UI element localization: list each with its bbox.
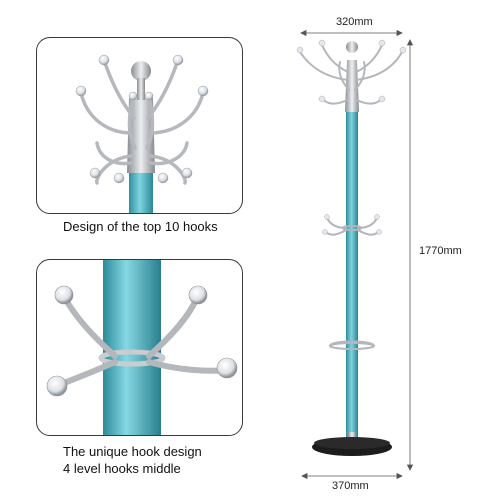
base-dimension-line: [301, 472, 403, 480]
top-hooks-caption: Design of the top 10 hooks: [63, 219, 218, 234]
base-dimension-label: 370mm: [332, 480, 369, 492]
middle-hooks-closeup-image: [46, 260, 238, 435]
middle-hooks-detail-panel: [36, 259, 243, 436]
coat-rack-full-image: [296, 29, 414, 480]
pole: [346, 110, 358, 440]
top-hooks-detail-panel: [36, 37, 243, 214]
top-hooks-closeup-image: [75, 54, 209, 213]
height-dimension-label: 1770mm: [419, 245, 462, 257]
height-dimension-line: [406, 39, 414, 471]
middle-hooks-caption-line2: 4 level hooks middle: [63, 461, 181, 476]
umbrella-ring: [329, 340, 375, 350]
middle-hooks-caption-line1: The unique hook design: [63, 444, 202, 459]
width-dimension-label: 320mm: [336, 16, 373, 28]
width-dimension-line: [300, 29, 403, 37]
